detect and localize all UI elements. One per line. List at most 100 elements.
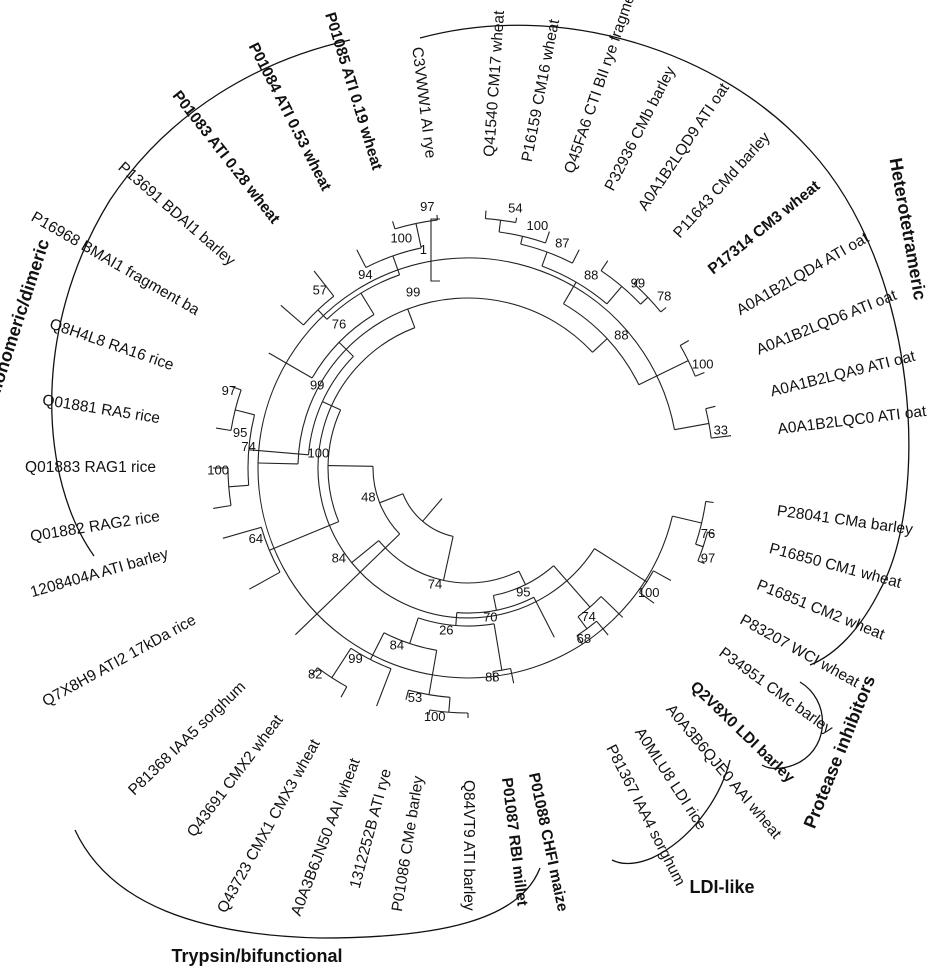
group-label-monomeric-dimeric: Monomeric/dimeric [0, 237, 53, 400]
tree-branch [392, 221, 396, 230]
bootstrap-value: 94 [358, 267, 372, 282]
tree-branch [493, 623, 503, 671]
tree-branch [515, 217, 518, 223]
tree-branch [295, 533, 401, 636]
tree-branch [428, 650, 438, 695]
tree-branch-arc [307, 356, 354, 455]
bootstrap-value: 95 [516, 585, 530, 600]
leaf-label: P16159 CM16 wheat [519, 17, 563, 163]
bootstrap-value: 88 [584, 268, 598, 283]
bootstrap-value: 76 [332, 317, 346, 332]
tree-branch [606, 286, 623, 305]
tree-branch-arc [520, 243, 573, 264]
tree-branch [356, 249, 367, 268]
tree-branch [695, 543, 704, 548]
tree-branch [448, 697, 451, 713]
tree-branches [213, 210, 732, 718]
tree-branch [351, 540, 380, 564]
bootstrap-value: 54 [508, 200, 522, 215]
tree-branch-arc [378, 540, 520, 584]
leaf-label: Q01882 RAG2 rice [29, 508, 161, 545]
tree-branch [327, 465, 374, 467]
tree-branch [379, 493, 404, 504]
tree-branch [248, 449, 309, 456]
bootstrap-value: 76 [701, 526, 715, 541]
tree-branch [694, 371, 705, 377]
bootstrap-value: 97 [701, 551, 715, 566]
bootstrap-value: 82 [308, 666, 322, 681]
bootstrap-value: 100 [527, 218, 549, 233]
heterotetrameric-bracket [419, 24, 910, 666]
tree-branch [231, 386, 242, 391]
tree-branch [268, 352, 313, 379]
group-label-trypsin-bifunctional: Trypsin/bifunctional [171, 946, 342, 966]
leaf-label: Q01883 RAG1 rice [25, 459, 156, 476]
tree-branch [594, 548, 648, 583]
bootstrap-value: 33 [714, 423, 728, 438]
tree-branch-arc [372, 466, 401, 535]
tree-branch [428, 709, 431, 715]
tree-branch-arc [418, 617, 495, 627]
bootstrap-value: 100 [692, 356, 714, 371]
leaf-label: 1208404A ATI barley [28, 545, 170, 601]
tree-branch-arc [563, 303, 640, 385]
tree-branch-arc [257, 257, 676, 679]
tree-branch-arc [541, 265, 608, 305]
bootstrap-value: 100 [638, 585, 660, 600]
tree-branch [331, 648, 352, 678]
leaf-label: Q01881 RA5 rice [41, 392, 161, 427]
tree-branch-arc [383, 632, 437, 651]
scale-bar-label: 1 [420, 242, 427, 257]
tree-branch [409, 617, 419, 644]
bootstrap-value: 100 [390, 231, 412, 246]
tree-branch [442, 536, 454, 581]
leaf-label: P01086 CMe barley [389, 775, 427, 913]
tree-branch [639, 592, 655, 604]
tree-branch [674, 422, 709, 431]
tree-branch [258, 462, 299, 465]
leaf-label: A0A1B2LQC0 ATI oat [777, 403, 928, 438]
leaf-label: Q7X8H9 ATI2 17kDa rice [40, 612, 199, 711]
tree-branch [313, 270, 335, 297]
tree-branch-arc [456, 596, 535, 614]
tree-branch [340, 686, 348, 698]
tree-branch [707, 531, 715, 535]
scale-bar-bracket [430, 218, 440, 282]
tree-branch [705, 500, 714, 504]
tree-branch [280, 304, 304, 326]
tree-branch [415, 223, 422, 249]
tree-branch [492, 595, 497, 611]
bootstrap-labels: 9710057947697100959964100488299100538488… [207, 199, 728, 724]
tree-branch-arc [317, 667, 348, 688]
tree-branch [596, 620, 609, 636]
leaf-label: Q8H4L8 RA16 rice [47, 316, 176, 374]
bootstrap-value: 74 [581, 609, 595, 624]
tree-branch-arc [317, 327, 595, 619]
bootstrap-value: 74 [428, 577, 442, 592]
group-label-ldi-like: LDI-like [689, 877, 754, 897]
bootstrap-value: 84 [390, 638, 404, 653]
tree-branch-arc [365, 247, 422, 268]
tree-branch [640, 296, 649, 305]
tree-branch [317, 309, 328, 320]
leaf-label: P01083 ATI 0.28 wheat [169, 88, 283, 227]
tree-branch-arc [326, 274, 400, 320]
bootstrap-value: 97 [222, 383, 236, 398]
tree-branch [484, 210, 487, 219]
tree-branch [518, 570, 526, 585]
tree-branch [541, 251, 548, 267]
tree-branch [311, 667, 318, 676]
tree-branch [455, 612, 458, 626]
tree-branch [711, 435, 732, 439]
leaf-label: A0A1B2LQA9 ATI oat [769, 348, 918, 401]
tree-branch [360, 292, 375, 315]
ldi-like-bracket [611, 759, 731, 865]
tree-branch [679, 340, 690, 346]
bootstrap-value: 97 [420, 199, 434, 214]
tree-branch [392, 255, 401, 275]
tree-branch [249, 571, 281, 590]
tree-branch [510, 668, 515, 684]
leaf-label: P01084 ATI 0.53 wheat [245, 40, 334, 194]
bootstrap-value: 100 [207, 463, 229, 478]
